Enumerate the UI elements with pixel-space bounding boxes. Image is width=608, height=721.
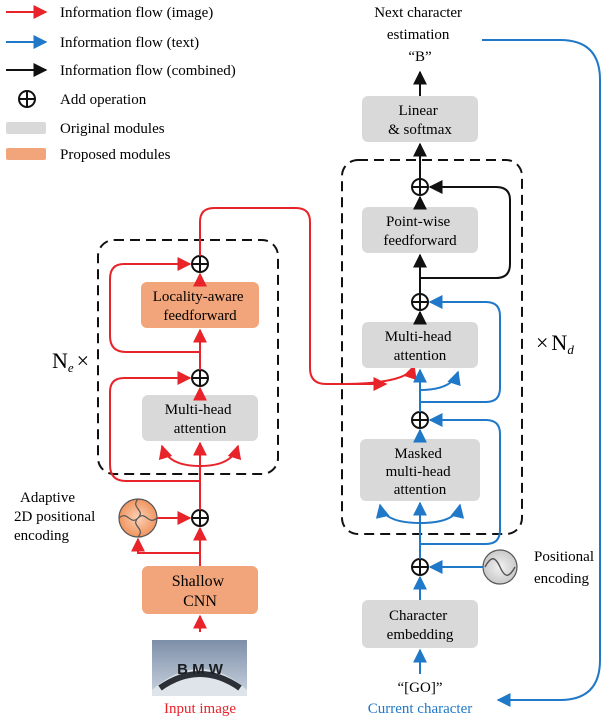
legend-original-label: Original modules <box>60 121 165 137</box>
adaptive-pe-line3: encoding <box>14 528 69 544</box>
svg-text:Character embedding: Character embedding <box>387 608 454 643</box>
legend-proposed-swatch <box>6 148 46 160</box>
encoder-add-top-icon <box>191 255 209 273</box>
positional-line1: Positional <box>534 549 594 565</box>
next-char-line2: estimation <box>387 27 450 43</box>
svg-text:Masked multi-head: Masked multi-head attention <box>386 446 455 498</box>
decoder-add-pe-icon <box>411 558 429 576</box>
next-char-line1: Next character <box>374 5 462 21</box>
encoder-repeat-label: Ne× <box>52 348 89 375</box>
decoder-add-mid-icon <box>411 293 429 311</box>
next-char-output: “B” <box>408 49 431 65</box>
decoder-mha-box <box>362 322 478 368</box>
encoder-mha-line1: Multi-head <box>165 402 232 418</box>
shallow-cnn-box <box>142 566 258 614</box>
input-image-thumbnail: B M W <box>152 640 247 696</box>
pointwise-feedforward-box <box>362 207 478 253</box>
decoder-add-top-icon <box>411 178 429 196</box>
svg-text:Locality-aware feedforwa: Locality-aware feedforward <box>153 289 248 324</box>
linear-line2: & softmax <box>388 122 452 138</box>
masked-mha-line3: attention <box>394 482 447 498</box>
decoder-repeat-box <box>341 159 523 535</box>
char-emb-line1: Character <box>389 608 447 624</box>
char-emb-line2: embedding <box>387 627 454 643</box>
encoder: Ne× Locality-aware feedforward Multi-hea… <box>14 207 417 717</box>
pointwise-ff-line2: feedforward <box>383 233 457 249</box>
decoder: Next character estimation “B” Linear & s… <box>341 5 601 717</box>
legend: Information flow (image) Information flo… <box>6 5 236 163</box>
locality-ff-line2: feedforward <box>163 308 237 324</box>
encoder-mha-line2: attention <box>174 421 227 437</box>
svg-text:Multi-head attention: Multi-head attention <box>165 402 235 437</box>
encoder-add-mid-icon <box>191 369 209 387</box>
encoder-repeat-box <box>97 239 279 475</box>
decoder-mha-line2: attention <box>394 348 447 364</box>
character-embedding-box <box>362 600 478 648</box>
svg-text:Positional encoding: Positional encoding <box>534 549 598 587</box>
positional-encoding-icon <box>482 549 518 585</box>
linear-line1: Linear <box>399 103 438 119</box>
encoder-mha-box <box>142 395 258 441</box>
svg-text:Multi-head attention: Multi-head attention <box>385 329 455 364</box>
input-image-label: Input image <box>164 701 236 717</box>
linear-softmax-box <box>362 96 478 142</box>
legend-image-label: Information flow (image) <box>60 5 213 21</box>
positional-line2: encoding <box>534 571 589 587</box>
masked-mha-line1: Masked <box>394 446 442 462</box>
legend-add-label: Add operation <box>60 92 147 108</box>
legend-original-swatch <box>6 122 46 134</box>
svg-text:Shallow CNN: Shallow CNN <box>172 573 228 610</box>
locality-ff-line1: Locality-aware <box>153 289 244 305</box>
adaptive-pe-line2: 2D positional <box>14 509 95 525</box>
decoder-combined-flow <box>413 70 511 325</box>
decoder-text-flow <box>375 39 601 707</box>
legend-text-label: Information flow (text) <box>60 35 199 51</box>
svg-text:Point-wise feedforward: Point-wise feedforward <box>383 214 457 249</box>
locality-aware-feedforward-box <box>141 282 259 328</box>
shallow-cnn-line2: CNN <box>183 593 217 610</box>
pointwise-ff-line1: Point-wise <box>386 214 451 230</box>
shallow-cnn-line1: Shallow <box>172 573 225 590</box>
decoder-repeat-label: ×Nd <box>536 330 574 357</box>
adaptive-positional-encoding-icon <box>118 498 158 538</box>
svg-text:Linear & softmax: Linear & softmax <box>388 103 452 138</box>
svg-text:Next character estimatio: Next character estimation “B” <box>374 5 466 65</box>
current-character-label: Current character <box>368 701 473 717</box>
legend-combined-label: Information flow (combined) <box>60 63 236 79</box>
encoder-add-pe-icon <box>191 509 209 527</box>
decoder-mha-line1: Multi-head <box>385 329 452 345</box>
legend-add-icon <box>18 90 36 108</box>
go-token: “[GO]” <box>398 680 443 696</box>
thumbnail-letters: B M W <box>177 661 224 678</box>
masked-mha-box <box>360 439 480 501</box>
adaptive-pe-line1: Adaptive <box>20 490 75 506</box>
legend-proposed-label: Proposed modules <box>60 147 171 163</box>
masked-mha-line2: multi-head <box>386 464 451 480</box>
encoder-image-flow <box>109 207 417 632</box>
decoder-add-low-icon <box>411 411 429 429</box>
svg-text:Adaptive 2D positional: Adaptive 2D positional encoding <box>14 490 99 544</box>
